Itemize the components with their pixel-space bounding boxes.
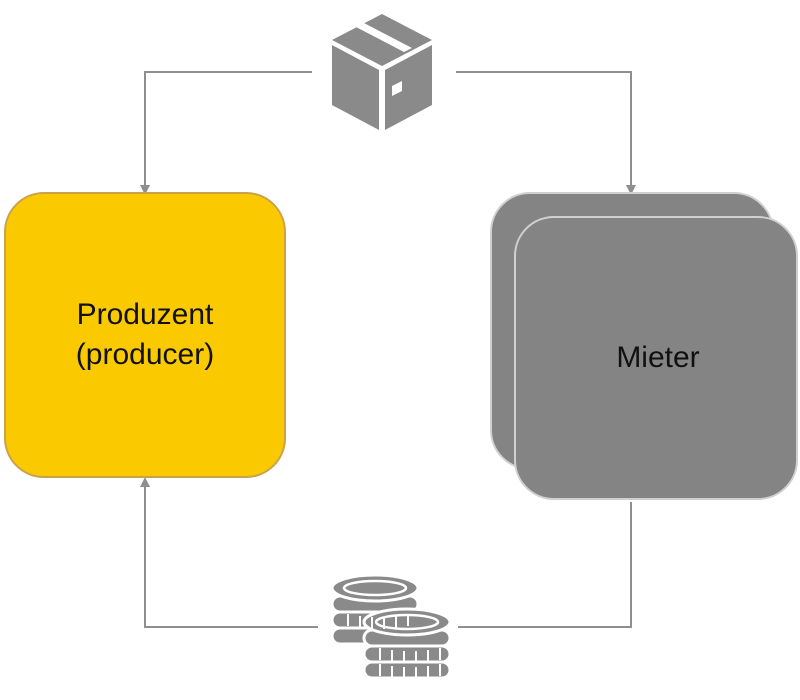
renter-label: Mieter [616, 341, 700, 374]
renter-box: Mieter [514, 216, 798, 500]
payment-flow-to-producer-arrow [140, 477, 318, 628]
goods-flow-to-producer-arrow [140, 71, 312, 195]
package-box-icon [332, 14, 432, 130]
payment-flow-from-renter-line [458, 502, 632, 628]
producer-box: Produzent (producer) [4, 192, 286, 478]
coin-stacks-icon [330, 573, 452, 680]
goods-flow-to-renter-arrow [456, 71, 636, 195]
producer-label: Produzent (producer) [75, 298, 215, 371]
